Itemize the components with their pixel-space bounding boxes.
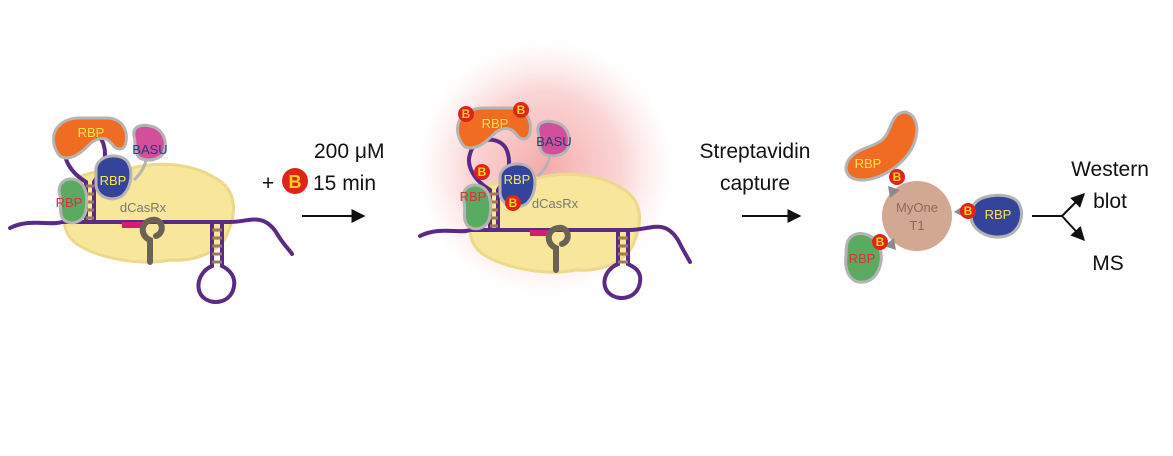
branch-arrow-western — [1061, 193, 1085, 217]
panel-3-capture: MyOne T1 RBP RBP RBP B B B — [844, 110, 1023, 284]
basu-label: BASU — [132, 142, 167, 157]
rbp-label-orange: RBP — [78, 125, 105, 140]
stem-rungs-right-2 — [618, 236, 628, 264]
biotin-icon-large-label: B — [289, 172, 302, 192]
captured-rbp-label-green: RBP — [849, 251, 876, 266]
dcasrx-label: dCasRx — [120, 200, 167, 215]
guide-spacer — [122, 222, 144, 228]
basu-linker-2 — [536, 155, 552, 178]
biotin-tags-panel-2: B B B B — [458, 102, 529, 211]
rna-stem-loop-right-2 — [602, 230, 643, 300]
biotin-tag — [513, 102, 529, 118]
rbp-blue — [94, 154, 133, 201]
captured-rbp-label-blue: RBP — [985, 207, 1012, 222]
plus-sign: + — [262, 172, 274, 195]
rbp-green-2 — [461, 183, 493, 231]
rna-stem-loop-right — [196, 222, 237, 304]
rbp-label-green: RBP — [56, 195, 83, 210]
basu-label-2: BASU — [536, 134, 571, 149]
bead-label-line1: MyOne — [896, 200, 938, 215]
rbp-orange-2 — [456, 106, 532, 150]
bead-label-line2: T1 — [909, 218, 924, 233]
biotin-tag-label: B — [478, 165, 487, 179]
myone-t1-bead — [882, 181, 952, 251]
biotin-tag — [960, 203, 976, 219]
biotin-tag-label: B — [462, 107, 471, 121]
dcasrx-label-2: dCasRx — [532, 196, 579, 211]
basu-enzyme — [132, 123, 167, 162]
biotin-tag — [474, 164, 490, 180]
rbp-label-orange-2: RBP — [482, 116, 509, 131]
biotin-icon-large — [282, 168, 308, 194]
rbp-green — [57, 177, 89, 225]
western-label: Western — [1071, 158, 1149, 181]
stem-rungs-right — [212, 228, 222, 264]
basu-linker — [132, 159, 148, 182]
biotin-tag-label: B — [893, 170, 902, 184]
rna-strand — [8, 217, 294, 256]
blot-label: blot — [1093, 190, 1127, 213]
biotin-tag-label: B — [509, 196, 518, 210]
readout-branches: Western blot MS — [1032, 158, 1149, 275]
biotin-tags-panel-3: B B B — [872, 169, 976, 250]
rbp-label-blue-2: RBP — [504, 172, 531, 187]
biotin-concentration: 200 μM — [314, 140, 384, 163]
basu-enzyme-2 — [536, 119, 571, 158]
incubation-time: 15 min — [313, 172, 376, 195]
biotin-tag-label: B — [964, 204, 973, 218]
biotin-tag-label: B — [876, 235, 885, 249]
captured-rbp-orange — [844, 110, 919, 182]
captured-rbp-label-orange: RBP — [855, 156, 882, 171]
step-streptavidin-capture: Streptavidin capture — [700, 140, 811, 223]
biotin-tag — [505, 195, 521, 211]
biotin-tag — [889, 169, 905, 185]
ms-label: MS — [1092, 252, 1124, 275]
rna-strand-2 — [418, 224, 692, 264]
panel-2-labeling: RBP RBP RBP BASU dCasRx B B B B — [417, 40, 692, 300]
rbp-label-blue: RBP — [100, 173, 127, 188]
streptavidin-label: Streptavidin — [700, 140, 811, 163]
rbp-orange — [52, 116, 128, 160]
crrna-hairpin-2 — [545, 224, 571, 273]
step-biotin-treatment: 200 μM + B 15 min — [262, 140, 384, 223]
panel-1-complex: RBP RBP RBP BASU dCasRx — [8, 116, 294, 304]
capture-label: capture — [720, 172, 790, 195]
biotin-tag — [872, 234, 888, 250]
branch-arrow-ms — [1061, 215, 1085, 242]
rbp-label-green-2: RBP — [460, 189, 487, 204]
crrna-hairpin — [139, 216, 165, 265]
biotin-tag-label: B — [517, 103, 526, 117]
biotin-tag — [458, 106, 474, 122]
guide-spacer-2 — [530, 230, 552, 236]
